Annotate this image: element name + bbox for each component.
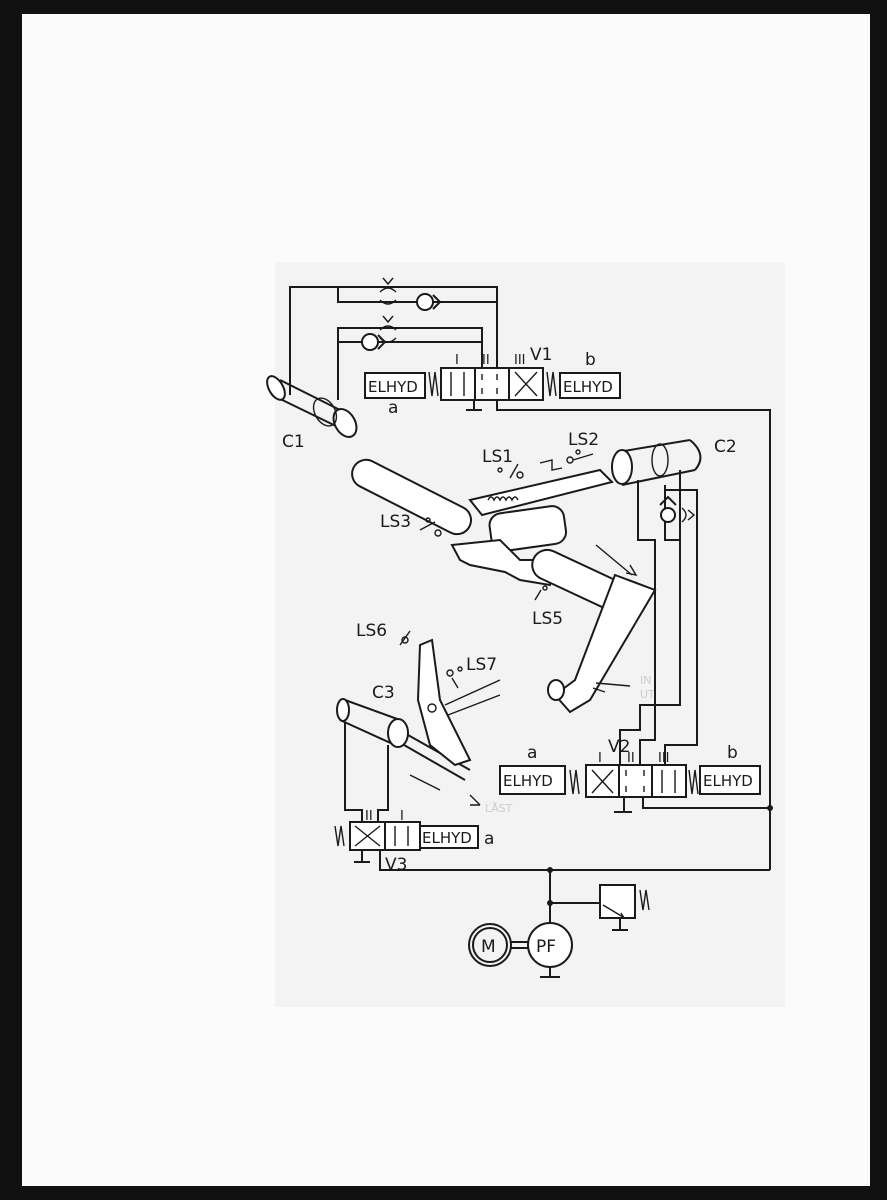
ls7-label: LS7 [466, 655, 497, 675]
c1-label: C1 [282, 432, 305, 452]
v1-tag-b: b [585, 350, 596, 370]
v3-pos-1: I [400, 809, 404, 824]
v2-solenoid-a: ELHYD [503, 772, 553, 790]
v3-solenoid-a: ELHYD [422, 829, 472, 847]
valve-v3[interactable]: ELHYD a V3 II I [334, 809, 494, 875]
cylinder-c2: C2 [611, 437, 737, 486]
v3-tag-a: a [484, 829, 494, 849]
ls5-label: LS5 [532, 609, 563, 629]
throttle-check-valve-lower [361, 315, 397, 351]
limit-switch-ls1 [497, 463, 524, 479]
pump: PF [527, 922, 573, 978]
limit-switch-ls5 [534, 585, 548, 601]
v3-pos-2: II [365, 809, 373, 824]
v2-pos-3: III [658, 751, 670, 766]
v1-pos-3: III [514, 353, 526, 368]
c3-label: C3 [372, 683, 395, 703]
spring-icon [688, 769, 699, 795]
ls1-label: LS1 [482, 447, 513, 467]
v1-pos-2: II [482, 353, 490, 368]
motor: M [468, 923, 512, 967]
relief-valve [550, 884, 650, 931]
coupling [511, 941, 528, 949]
spring-icon [428, 371, 439, 397]
v1-solenoid-b: ELHYD [563, 378, 613, 396]
v1-solenoid-a: ELHYD [368, 378, 418, 396]
v1-label: V1 [530, 345, 552, 365]
rack-mechanism [450, 459, 657, 714]
v1-tag-a: a [388, 398, 398, 418]
limit-switch-ls6 [399, 630, 411, 646]
cylinder-c3: C3 [336, 638, 501, 806]
v2-tag-a: a [527, 743, 537, 763]
c3-pipe [377, 745, 389, 822]
v2-tag-b: b [727, 743, 738, 763]
supply-line [379, 850, 770, 871]
spring-icon [639, 889, 650, 911]
spring-icon [334, 825, 345, 847]
upper-piping [289, 286, 771, 870]
pump-label: PF [536, 937, 556, 957]
valve-v1[interactable]: ELHYD ELHYD a b V1 I II III [364, 345, 621, 418]
limit-switches: LS1 LS2 LS3 LS5 LS6 LS7 [356, 430, 599, 689]
v3-label: V3 [385, 855, 407, 875]
annotation-last: LÅST [485, 802, 513, 815]
annotation-in: IN [640, 674, 651, 687]
v2-pos-1: I [598, 751, 602, 766]
spring-icon [546, 371, 557, 397]
annotation-ut: UT [640, 688, 655, 701]
limit-switch-ls3 [419, 517, 442, 537]
v2-label: V2 [608, 737, 630, 757]
limit-switch-ls2 [566, 449, 594, 464]
c2-piping [619, 470, 698, 765]
spring-icon [569, 769, 580, 795]
v2-solenoid-b: ELHYD [703, 772, 753, 790]
throttle-check-valve-upper [379, 277, 442, 311]
ls3-label: LS3 [380, 512, 411, 532]
valve-v2[interactable]: ELHYD ELHYD a b V2 I II III [499, 737, 770, 813]
c2-label: C2 [714, 437, 737, 457]
c3-pipe [344, 722, 363, 822]
ls2-label: LS2 [568, 430, 599, 450]
limit-switch-ls7 [446, 666, 463, 689]
cylinder-c1: C1 [266, 375, 473, 536]
v1-pos-1: I [455, 353, 459, 368]
ls6-label: LS6 [356, 621, 387, 641]
v2-pos-2: II [627, 751, 635, 766]
motor-label: M [481, 937, 496, 957]
